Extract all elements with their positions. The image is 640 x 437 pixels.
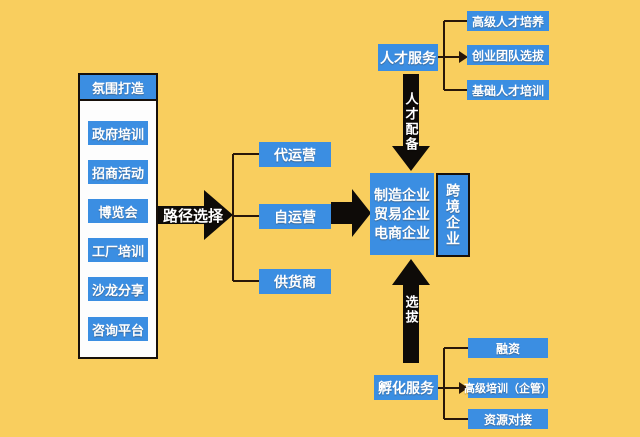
mode-box-agent-operation: 代运营 [259, 142, 331, 167]
incubation-item-resource-matching: 资源对接 [468, 409, 548, 429]
path-selection-label: 路径选择 [162, 207, 223, 225]
incubation-bracket-arrowhead [459, 382, 468, 394]
core-line-manufacturing: 制造企业 [374, 186, 430, 203]
atmosphere-item-salon-sharing: 沙龙分享 [88, 277, 148, 301]
talent-allocation-arrow-label: 人才配备 [403, 92, 419, 152]
cross-border-enterprise-box: 跨境企业 [436, 173, 470, 257]
core-enterprise-box: 制造企业 贸易企业 电商企业 [370, 173, 434, 255]
incubation-bracket-line [438, 347, 468, 420]
selection-up-arrow [392, 259, 430, 363]
atmosphere-item-factory-training: 工厂培训 [88, 238, 148, 262]
talent-item-senior-training: 高级人才培养 [467, 11, 549, 31]
atmosphere-item-expo: 博览会 [88, 199, 148, 223]
talent-item-startup-team-selection: 创业团队选拔 [467, 45, 549, 65]
atmosphere-item-consulting-platform: 咨询平台 [88, 317, 148, 341]
atmosphere-item-investment-events: 招商活动 [88, 160, 148, 184]
core-line-ecommerce: 电商企业 [374, 224, 430, 241]
talent-bracket-arrowhead [459, 51, 468, 63]
path-selection-arrow [157, 190, 233, 240]
modes-bracket-line [232, 153, 259, 282]
talent-down-arrow [392, 74, 430, 171]
talent-item-basic-training: 基础人才培训 [467, 80, 549, 100]
mode-box-self-operation: 自运营 [259, 204, 331, 229]
talent-service-box: 人才服务 [378, 44, 438, 71]
mode-to-core-arrow [331, 189, 371, 237]
incubation-service-box: 孵化服务 [374, 375, 438, 400]
selection-arrow-label: 选拔 [403, 295, 419, 325]
core-line-trading: 贸易企业 [374, 205, 430, 222]
incubation-item-financing: 融资 [468, 338, 548, 358]
talent-bracket-line [438, 20, 467, 91]
mode-box-supplier: 供货商 [259, 269, 331, 294]
atmosphere-item-government-training: 政府培训 [88, 121, 148, 145]
incubation-item-advanced-training: 高级培训（企管） [464, 378, 552, 398]
atmosphere-panel-header: 氛围打造 [80, 75, 156, 101]
